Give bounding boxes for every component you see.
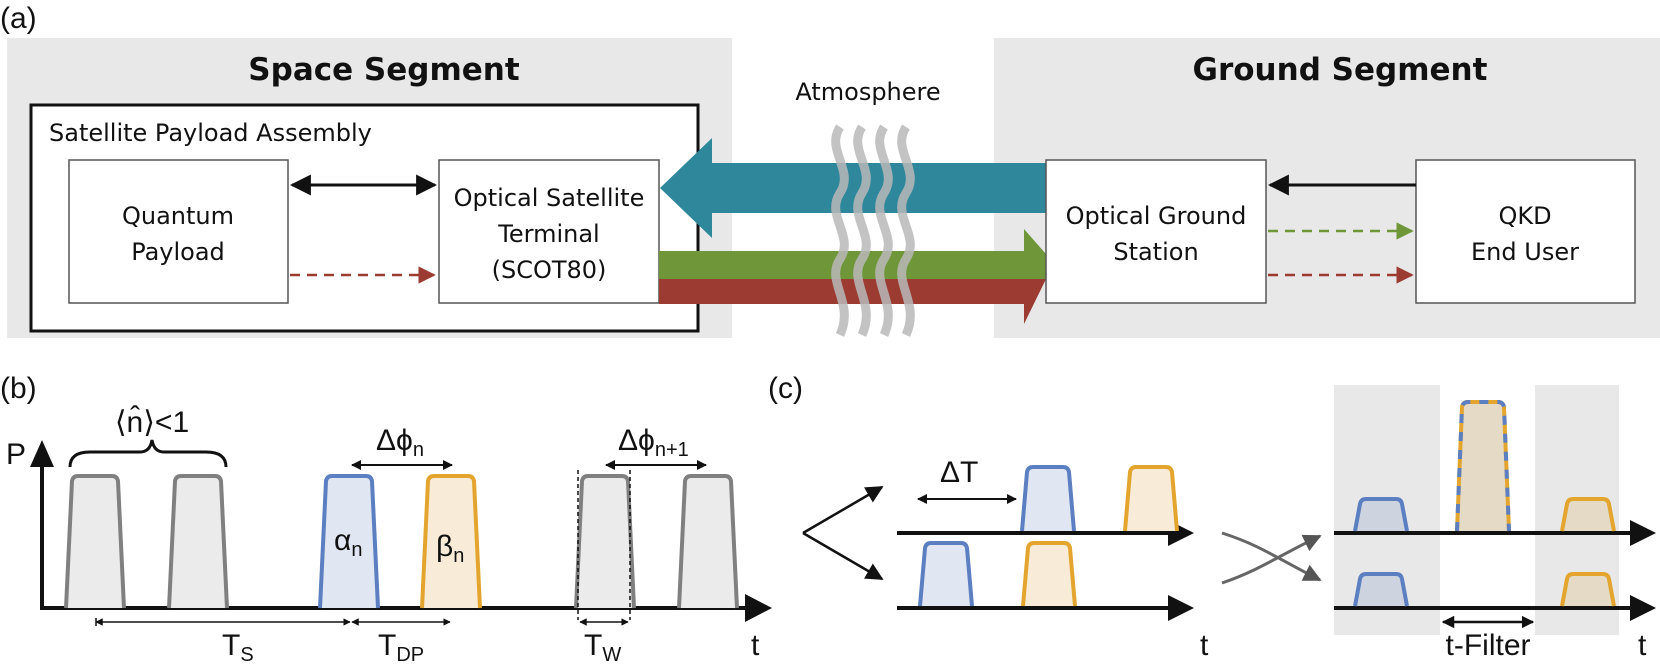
c-lower-axis-arrowhead — [1168, 595, 1194, 621]
space-segment-title: Space Segment — [248, 52, 520, 88]
c-lower-orange-pulse — [1021, 541, 1077, 607]
payload-assembly-label: Satellite Payload Assembly — [49, 119, 372, 147]
c-split-upper-arrow — [802, 485, 884, 535]
b-pulses — [64, 474, 739, 609]
b-mean-photon-label: ⟨n̂⟩<1 — [115, 406, 189, 439]
c-split-lower-arrow — [802, 531, 884, 581]
c-out-lower-orange-pulse — [1560, 572, 1616, 607]
b-ts-label: TS — [222, 629, 254, 664]
end-user-box — [1415, 159, 1636, 304]
c-lower-blue-pulse — [918, 541, 974, 607]
b-gray-pulse-1 — [64, 474, 126, 609]
green-beam-arrow — [659, 229, 1046, 279]
b-p-axis-arrowhead — [30, 440, 54, 467]
b-tw-label: TW — [584, 629, 621, 664]
ground-station-box — [1045, 159, 1267, 304]
b-orange-pulse-beta — [420, 474, 482, 609]
red-beam-arrow — [659, 279, 1046, 324]
optical-terminal-line3: (SCOT80) — [492, 256, 607, 284]
b-alpha-label: αn — [334, 524, 362, 561]
b-blue-pulse-alpha — [318, 474, 380, 609]
b-gray-pulse-4 — [677, 474, 739, 609]
c-t-axis-1: t — [1200, 629, 1209, 662]
panel-b-label: (b) — [0, 372, 37, 405]
c-out-upper-blue-pulse — [1353, 497, 1409, 532]
c-out-upper-interference-pulse-dash — [1455, 400, 1511, 532]
b-delta-phi-n-label: Δϕn — [376, 424, 424, 461]
b-beta-label: βn — [436, 530, 464, 567]
b-tdp-label: TDP — [378, 629, 424, 664]
c-out-lower-blue-pulse — [1353, 572, 1409, 607]
panel-c-label: (c) — [768, 372, 803, 405]
optical-terminal-line2: Terminal — [497, 220, 599, 248]
c-output-upper-arrowhead — [1630, 520, 1656, 546]
optical-terminal-box — [438, 159, 660, 304]
c-t-filter-label: t-Filter — [1446, 629, 1531, 662]
c-out-upper-orange-pulse — [1560, 497, 1616, 532]
quantum-payload-line2: Payload — [131, 238, 225, 266]
c-upper-blue-pulse — [1020, 465, 1076, 532]
ground-station-line2: Station — [1113, 238, 1198, 266]
b-mean-photon-brace — [68, 439, 228, 468]
c-t-axis-2: t — [1638, 629, 1647, 662]
teal-beam-arrow — [660, 138, 1046, 238]
end-user-line1: QKD — [1498, 202, 1551, 230]
c-delta-t-label: ΔT — [940, 456, 978, 489]
end-user-line2: End User — [1471, 238, 1579, 266]
b-p-axis-label: P — [6, 438, 26, 471]
b-t-axis-label: t — [751, 629, 760, 662]
ground-station-line1: Optical Ground — [1066, 202, 1247, 230]
quantum-payload-box — [68, 159, 289, 304]
panel-a-label: (a) — [0, 2, 37, 35]
atmosphere-label: Atmosphere — [795, 78, 940, 106]
c-upper-orange-pulse — [1123, 465, 1179, 532]
c-output-lower-arrowhead — [1630, 595, 1656, 621]
quantum-payload-line1: Quantum — [122, 202, 234, 230]
ground-segment-title: Ground Segment — [1193, 52, 1488, 88]
b-t-axis-arrowhead — [745, 594, 772, 622]
c-beam-splitter-crossing — [1221, 531, 1322, 585]
c-out-upper-interference-pulse — [1455, 400, 1511, 532]
b-delta-phi-n1-label: Δϕn+1 — [618, 424, 689, 461]
b-gray-pulse-2 — [167, 474, 229, 609]
atmosphere-waves — [831, 124, 915, 337]
optical-terminal-line1: Optical Satellite — [454, 184, 645, 212]
b-gray-pulse-3 — [574, 474, 636, 609]
